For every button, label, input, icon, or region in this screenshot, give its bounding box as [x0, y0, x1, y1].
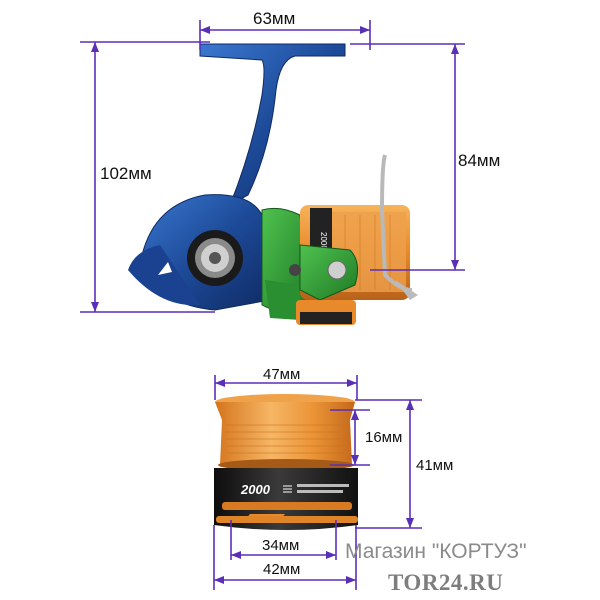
dim-spool-width-top: 47мм — [263, 366, 301, 383]
spinning-reel: 2000 — [128, 43, 418, 325]
dim-reel-spool-height: 84мм — [458, 151, 501, 170]
dim-reel-width: 63мм — [253, 9, 296, 28]
site-watermark: TOR24.RU — [388, 570, 504, 595]
dim-spool-bottom-inner: 34мм — [262, 537, 300, 554]
spare-spool: 2000 — [214, 394, 358, 530]
shop-watermark: Магазин "КОРТУЗ" — [345, 540, 527, 563]
spool-model-text: 2000 — [240, 482, 271, 497]
dim-spool-line-depth: 16мм — [365, 429, 403, 446]
svg-text:2000: 2000 — [319, 232, 328, 250]
dim-spool-height: 41мм — [416, 457, 454, 474]
dim-reel-height: 102мм — [100, 164, 152, 183]
dimension-lines — [80, 20, 465, 590]
dim-spool-bottom-outer: 42мм — [263, 561, 301, 578]
